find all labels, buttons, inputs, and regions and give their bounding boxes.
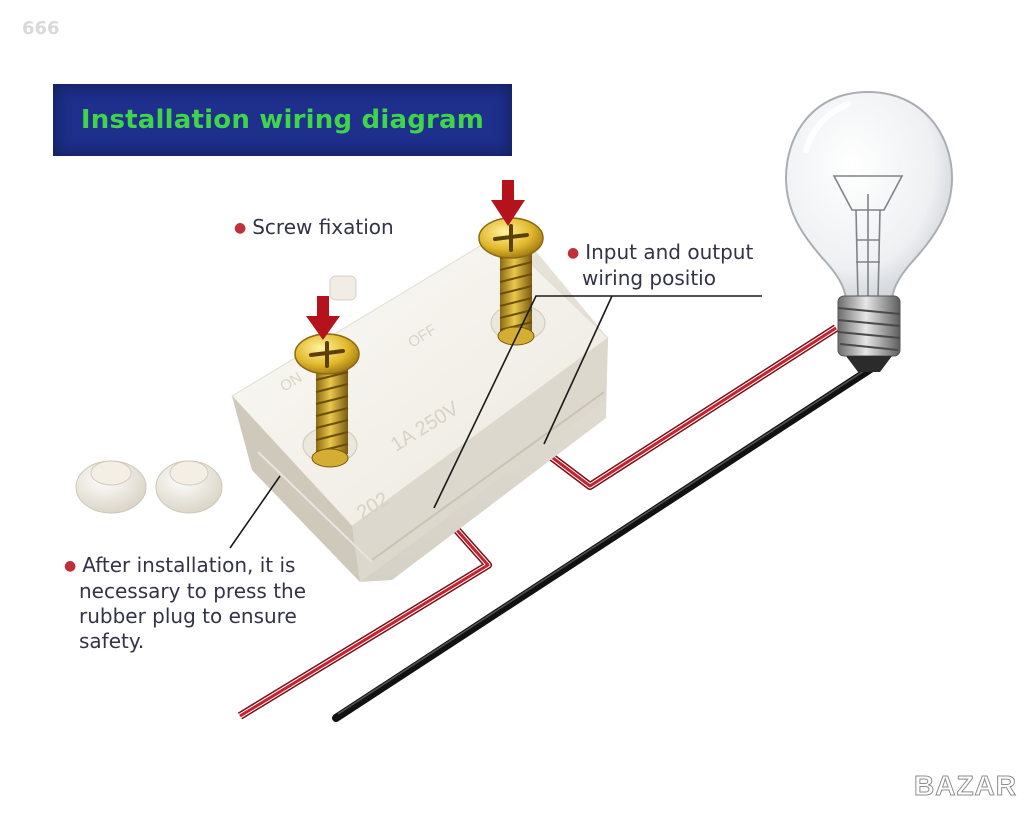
- after-text-line4: safety.: [79, 629, 145, 653]
- rubber-plug-left: [75, 460, 147, 514]
- watermark-logo: BAZAR: [914, 770, 1017, 802]
- bullet-icon: ●: [567, 245, 580, 261]
- title-banner: Installation wiring diagram: [53, 84, 512, 156]
- after-installation-label: ● After installation, it is necessary to …: [64, 553, 334, 654]
- screw-left: [294, 333, 360, 468]
- corner-mark: 666: [22, 18, 60, 39]
- rubber-plug-right: [155, 460, 223, 514]
- screw-fixation-label: ● Screw fixation: [234, 215, 394, 241]
- screw-fixation-text: Screw fixation: [252, 215, 394, 239]
- switch-box: OFF ON 1A 250V 202: [231, 232, 609, 582]
- io-wiring-text-line2: wiring positio: [582, 266, 716, 290]
- arrow-down-icon: [306, 296, 340, 340]
- leader-lines: [229, 295, 762, 549]
- io-wiring-text-line1: Input and output: [585, 240, 754, 264]
- arrow-down-icon-right: [491, 180, 525, 226]
- bullet-icon: ●: [64, 558, 77, 574]
- after-text-line2: necessary to press the: [79, 579, 307, 603]
- light-bulb: [784, 90, 954, 372]
- red-wire: [237, 324, 839, 720]
- after-text-line1: After installation, it is: [82, 553, 296, 577]
- io-wiring-label: ● Input and output wiring positio: [567, 240, 797, 291]
- screw-right: [478, 217, 544, 346]
- bullet-icon: ●: [234, 220, 247, 236]
- black-wire: [332, 364, 876, 722]
- diagram-title: Installation wiring diagram: [80, 105, 485, 135]
- after-text-line3: rubber plug to ensure: [79, 604, 297, 628]
